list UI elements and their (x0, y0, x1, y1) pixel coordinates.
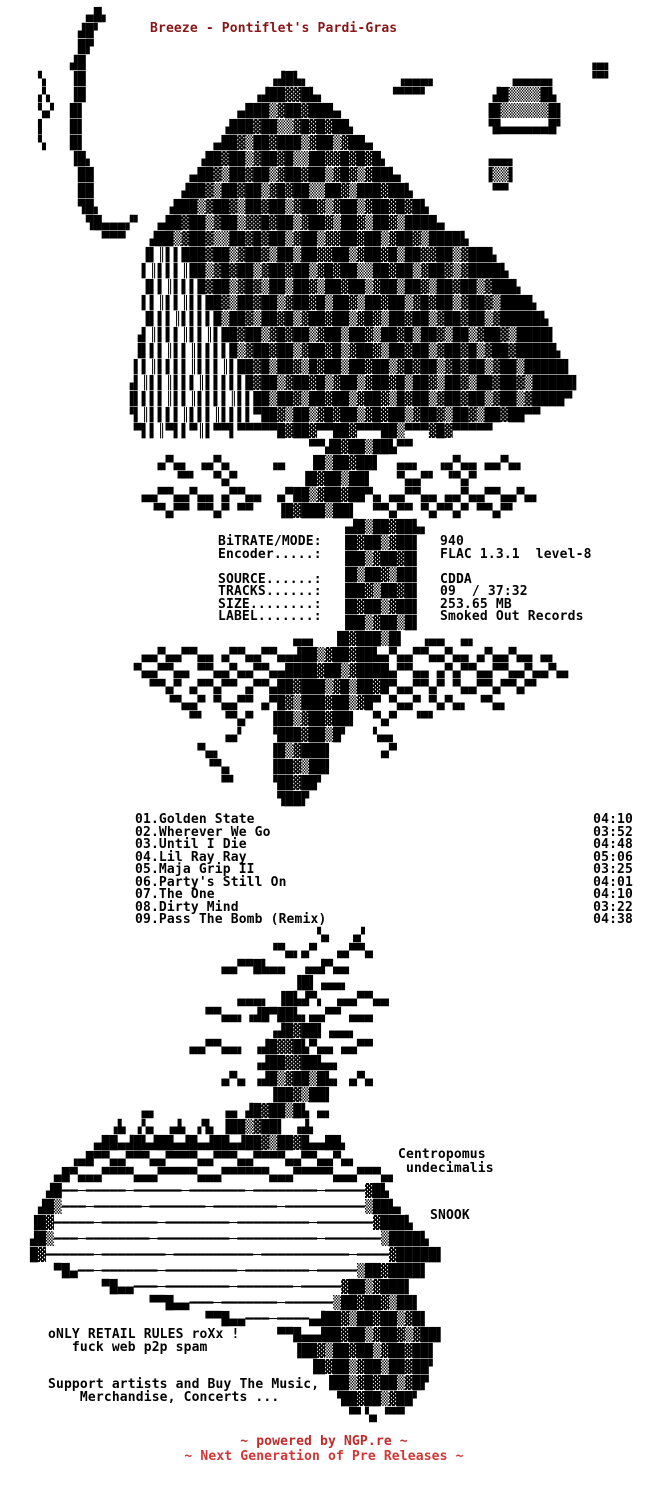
track-duration: 05:06 (593, 849, 633, 865)
scene-rules-text: oNLY RETAIL RULES roXx ! fuck web p2p sp… (48, 1327, 240, 1355)
species-caption: Centropomus undecimalis (398, 1147, 494, 1176)
track-duration: 04:38 (593, 912, 633, 927)
info-value: FLAC 1.3.1 level-8 (440, 546, 592, 562)
info-row: LABEL.......: Smoked Out Records (218, 609, 592, 624)
track-title: 02.Wherever We Go (135, 824, 271, 840)
track-title: 06.Party's Still On (135, 874, 287, 890)
snook-caption: SNOOK (430, 1208, 470, 1223)
mushroom-ascii-art: ▄█▖ ▟█▘ █▛ ▟█ ▗▄▖ ▚ ▐█ ▗▟█▙▖ ▗▄▄▄▖ ▗▄▄▄▄… (37, 8, 613, 807)
track-title: 07.The One (135, 887, 215, 902)
track-duration: 04:10 (593, 887, 633, 902)
footer-powered-by: ~ powered by NGP.re ~ (240, 1434, 408, 1449)
info-label: SIZE........: (218, 596, 322, 612)
info-value: 253.65 MB (440, 596, 512, 612)
info-value: Smoked Out Records (440, 609, 584, 624)
track-row: 03.Until I Die 04:48 (135, 837, 633, 852)
tracklist: 01.Golden State 04:10 02.Wherever We Go 03:… (135, 812, 633, 927)
track-duration: 03:25 (593, 862, 633, 877)
track-row: 05.Maja Grip II 03:25 (135, 862, 633, 877)
info-row: SIZE........: 253.65 MB (218, 596, 592, 612)
track-title: 04.Lil Ray Ray (135, 849, 247, 865)
info-label: Encoder.....: (218, 546, 322, 562)
track-title: 01.Golden State (135, 812, 255, 827)
track-row: 02.Wherever We Go 03:52 (135, 824, 633, 840)
nfo-title: Breeze - Pontiflet's Pardi-Gras (150, 21, 398, 36)
info-row: Encoder.....: FLAC 1.3.1 level-8 (218, 546, 592, 562)
info-value: 940 (440, 534, 464, 549)
track-duration: 03:52 (593, 824, 633, 840)
info-label: LABEL.......: (218, 609, 322, 624)
info-value: CDDA (440, 571, 472, 587)
track-row: 01.Golden State 04:10 (135, 812, 633, 827)
track-row: 08.Dirty Mind 03:22 (135, 899, 633, 915)
track-row: 04.Lil Ray Ray 05:06 (135, 849, 633, 865)
track-row: 07.The One 04:10 (135, 887, 633, 902)
track-duration: 03:22 (593, 899, 633, 915)
track-duration: 04:48 (593, 837, 633, 852)
track-row: 06.Party's Still On 04:01 (135, 874, 633, 890)
info-row: SOURCE......: CDDA (218, 571, 592, 587)
footer: ~ powered by NGP.re ~ ~ Next Generation … (0, 1434, 648, 1464)
track-title: 03.Until I Die (135, 837, 247, 852)
track-duration: 04:01 (593, 874, 633, 890)
info-label: TRACKS......: (218, 584, 322, 599)
footer-tagline: ~ Next Generation of Pre Releases ~ (184, 1449, 464, 1464)
track-row: 09.Pass The Bomb (Remix) 04:38 (135, 912, 633, 927)
info-row: TRACKS......: 09 / 37:32 (218, 584, 592, 599)
info-row: BiTRATE/MODE: 940 (218, 534, 592, 549)
info-label: BiTRATE/MODE: (218, 534, 322, 549)
track-title: 08.Dirty Mind (135, 899, 239, 915)
info-value: 09 / 37:32 (440, 584, 528, 599)
track-title: 05.Maja Grip II (135, 862, 255, 877)
track-title: 09.Pass The Bomb (Remix) (135, 912, 327, 927)
support-artists-text: Support artists and Buy The Music, Merch… (48, 1377, 320, 1405)
fish-ascii-art: ▚▖ ▗▞ ▝▀▄▖▄▀ ▗▄▀▀▄ ▄▄▀▀█▙▄▄ ▗▄▟▀▄▄ ▐█▌▗▄… (30, 928, 445, 1423)
info-label: SOURCE......: (218, 571, 322, 587)
track-duration: 04:10 (593, 812, 633, 827)
